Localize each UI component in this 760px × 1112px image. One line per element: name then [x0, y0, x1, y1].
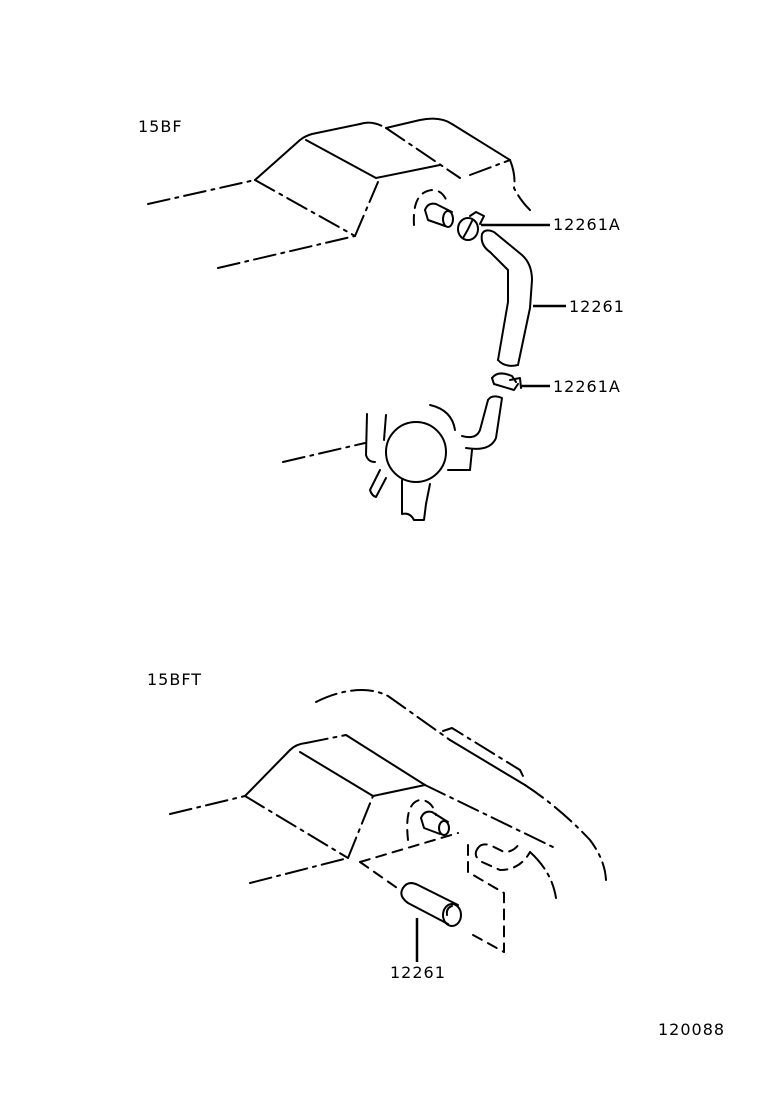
- callout-12261-bottom: 12261: [390, 963, 446, 982]
- variant-label-15bft: 15BFT: [147, 670, 203, 689]
- figure-number: 120088: [658, 1020, 726, 1039]
- engine-head-cover-15bf: [147, 117, 531, 269]
- ventilation-hose-15bft: [400, 882, 462, 927]
- callout-12261-top: 12261: [569, 297, 625, 316]
- ventilation-hose-15bf: [480, 229, 533, 367]
- pcv-valve-assembly: [282, 395, 503, 521]
- installation-guide-lines: [359, 832, 505, 953]
- hose-clamp-upper: [457, 211, 485, 241]
- engine-head-cover-15bft: [169, 689, 607, 899]
- callout-12261a-upper: 12261A: [553, 215, 621, 234]
- hose-clamp-lower: [491, 372, 522, 391]
- outlet-pipe-15bft: [474, 841, 531, 871]
- breather-nipple-15bft: [406, 799, 450, 841]
- callout-12261a-lower: 12261A: [553, 377, 621, 396]
- variant-label-15bf: 15BF: [138, 117, 183, 136]
- breather-nipple-15bf: [412, 189, 454, 228]
